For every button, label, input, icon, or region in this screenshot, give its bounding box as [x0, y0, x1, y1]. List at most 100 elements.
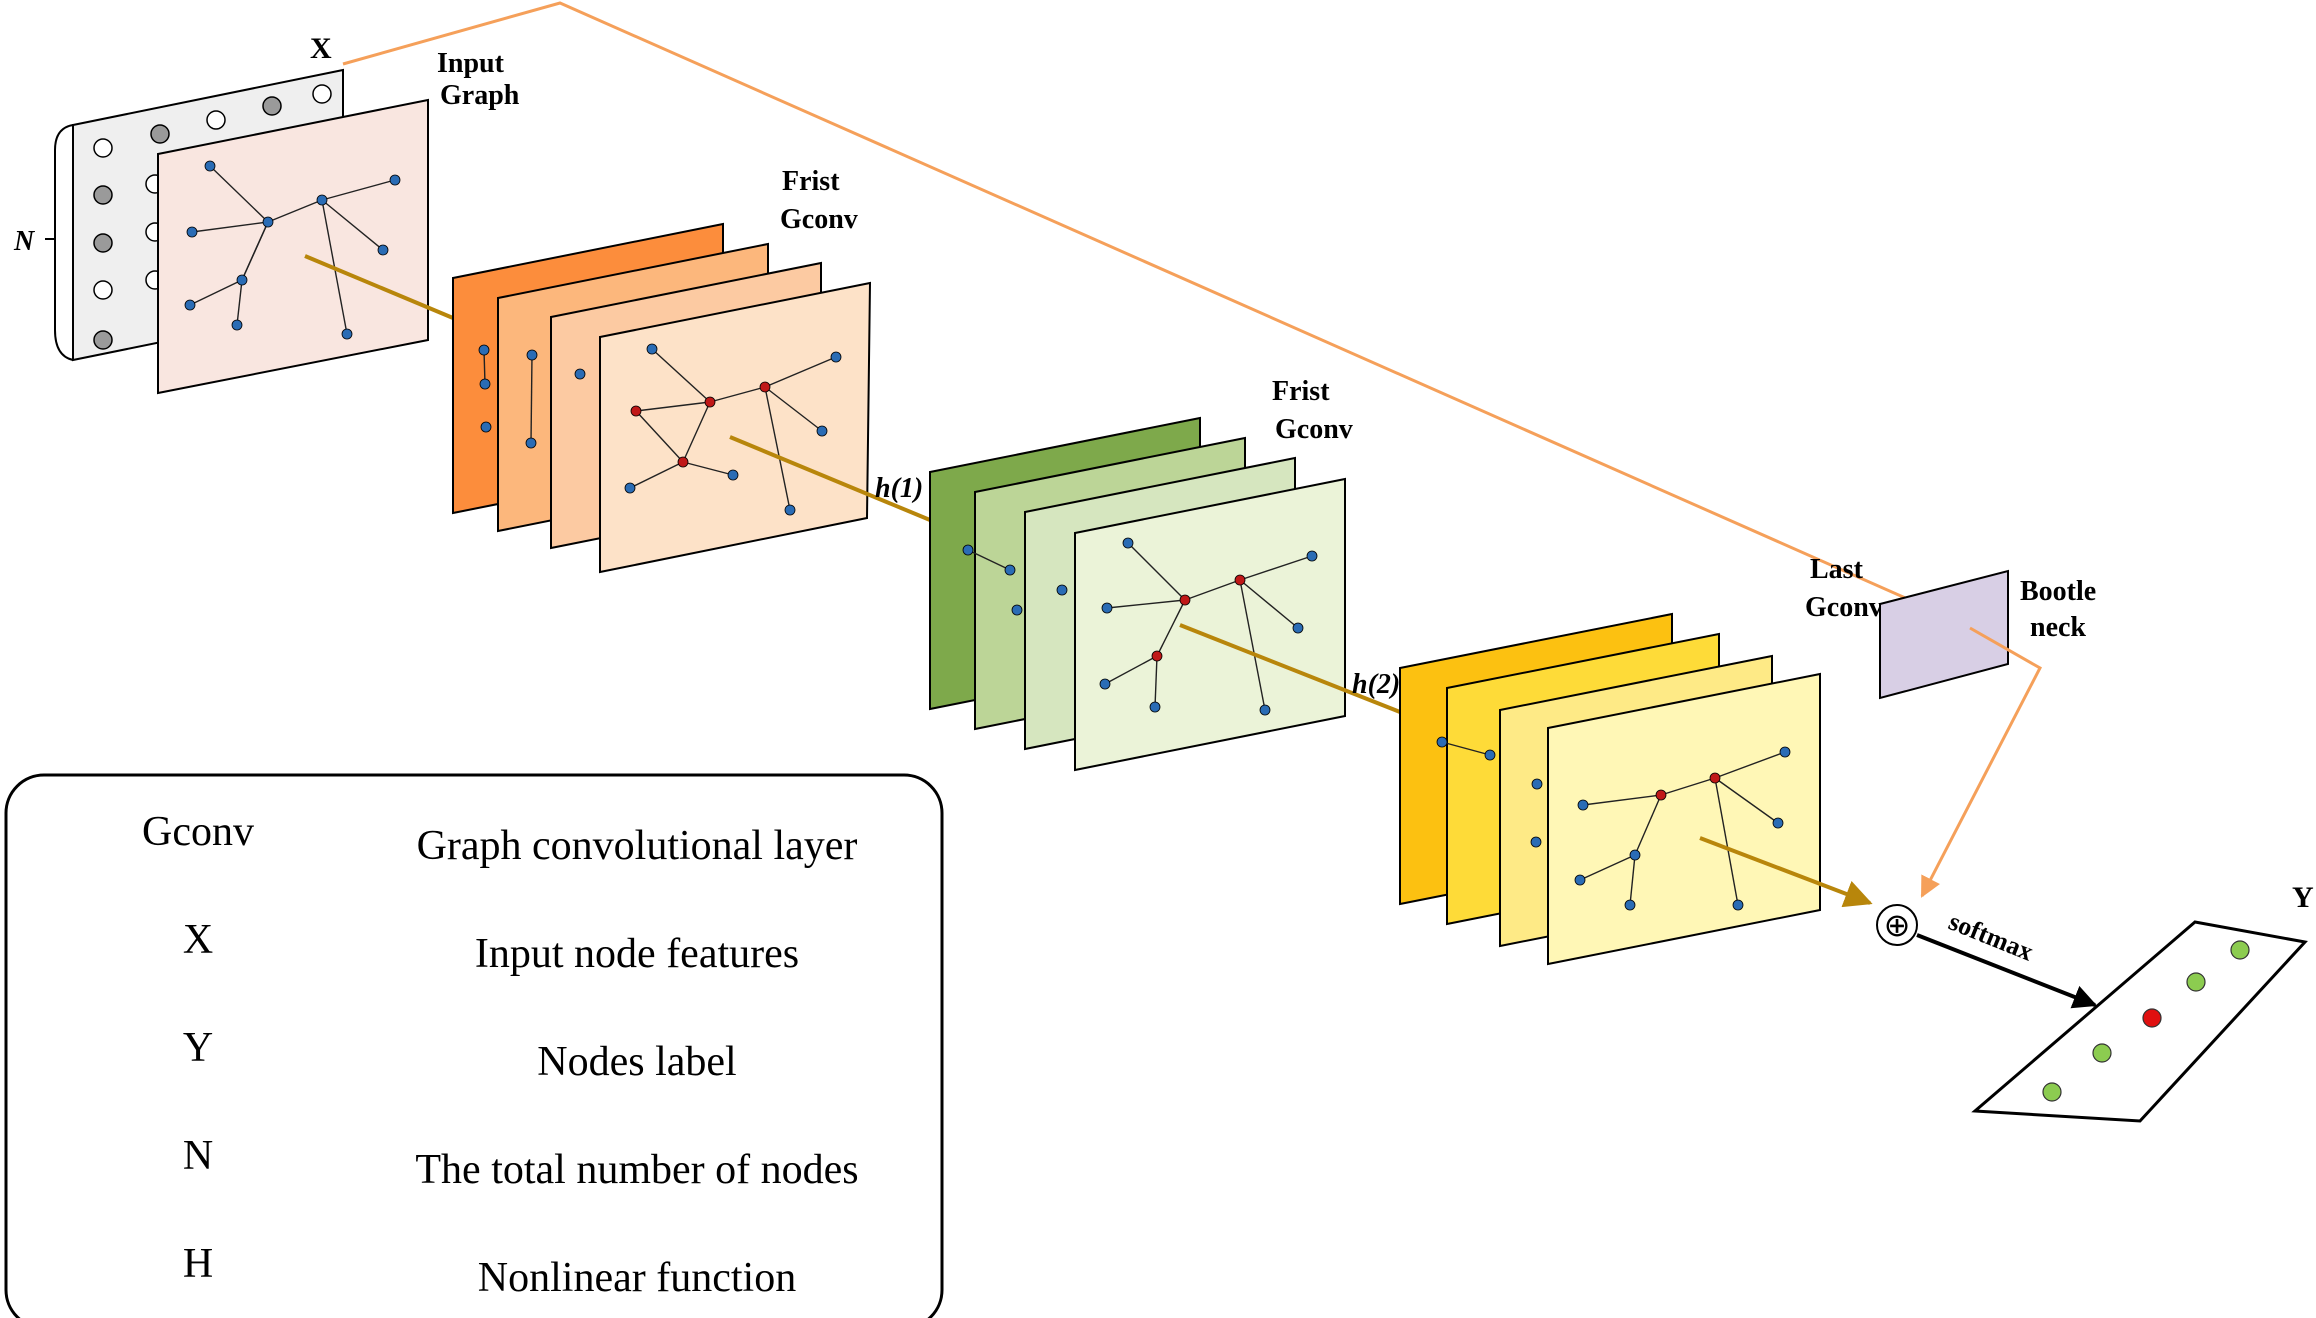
graph-node — [479, 378, 491, 390]
graph-edge — [1629, 854, 1636, 906]
feature-dot — [93, 138, 113, 158]
last-gconv-graph — [1436, 736, 1791, 911]
graph-edge — [1714, 777, 1779, 824]
graph-node — [480, 421, 492, 433]
output-node — [2092, 1043, 2112, 1063]
feature-dot — [93, 185, 113, 205]
graph-edge — [1154, 655, 1158, 708]
graph-edge — [267, 199, 323, 223]
graph-edge — [651, 348, 711, 403]
graph-edge — [1104, 655, 1158, 685]
graph-edge — [1239, 579, 1299, 629]
graph-node — [574, 368, 586, 380]
flow-line-1 — [304, 254, 454, 320]
graph-node — [1149, 701, 1161, 713]
output-node — [2142, 1008, 2162, 1028]
first-gconv-label: Frist Gconv — [780, 166, 858, 235]
graph-node — [1484, 749, 1496, 761]
graph-edge — [1582, 794, 1662, 806]
legend-meaning: Graph convolutional layer — [417, 823, 858, 869]
graph-node — [1234, 574, 1246, 586]
sum-symbol: ⊕ — [1884, 906, 1911, 944]
output-node — [2230, 940, 2250, 960]
graph-node — [231, 319, 243, 331]
graph-node — [525, 437, 537, 449]
graph-edge — [209, 165, 269, 223]
graph-node — [1179, 594, 1191, 606]
h1-label: h(1) — [875, 473, 923, 504]
graph-node — [1099, 678, 1111, 690]
softmax-label: softmax — [1945, 907, 2038, 967]
graph-edge — [321, 199, 384, 251]
legend-meaning: Nodes label — [537, 1039, 736, 1085]
feature-dot — [93, 280, 113, 300]
x-label: X — [310, 32, 332, 65]
graph-edge — [483, 349, 486, 385]
legend-symbol: X — [183, 917, 213, 963]
graph-edge — [1184, 579, 1241, 601]
graph-edge — [530, 354, 533, 444]
bottleneck-box — [1879, 569, 2009, 700]
legend-symbol: Gconv — [142, 809, 254, 855]
graph-node — [759, 381, 771, 393]
graph-node — [1629, 849, 1641, 861]
graph-node — [1655, 789, 1667, 801]
flow-arrow-to-sum — [1699, 836, 1873, 908]
graph-edge — [764, 356, 837, 388]
graph-edge — [1714, 751, 1786, 779]
graph-edge — [1239, 555, 1313, 581]
graph-edge — [629, 461, 684, 489]
last-gconv-label: Last Gconv — [1805, 554, 1883, 623]
graph-node — [1574, 874, 1586, 886]
graph-edge — [321, 179, 396, 201]
legend-meaning: Nonlinear function — [478, 1255, 796, 1301]
graph-node — [630, 405, 642, 417]
h2-label: h(2) — [1352, 669, 1400, 700]
graph-edge — [1714, 777, 1739, 906]
last-gconv-stack — [1399, 612, 1821, 966]
graph-node — [377, 244, 389, 256]
output-nodes — [2042, 940, 2250, 1102]
input-graph-panel — [157, 98, 429, 395]
graph-node — [962, 544, 974, 556]
graph-edge — [764, 386, 823, 432]
graph-node — [1530, 836, 1542, 848]
second-gconv-stack — [929, 416, 1346, 772]
output-node — [2186, 972, 2206, 992]
graph-edge — [1441, 741, 1491, 756]
graph-node — [1122, 537, 1134, 549]
first-gconv-graph — [478, 343, 842, 516]
graph-node — [478, 344, 490, 356]
output-node — [2042, 1082, 2062, 1102]
feature-dot — [206, 110, 226, 130]
graph-node — [204, 160, 216, 172]
graph-node — [1292, 622, 1304, 634]
graph-node — [1151, 650, 1163, 662]
bottleneck-arrow — [1920, 626, 2042, 898]
graph-node — [186, 226, 198, 238]
input-graph-label: Input Graph — [437, 48, 520, 111]
graph-edge — [1579, 854, 1636, 881]
second-gconv-label: Frist Gconv — [1272, 376, 1353, 445]
graph-edge — [635, 401, 711, 412]
graph-node — [1779, 746, 1791, 758]
graph-node — [624, 482, 636, 494]
feature-dot — [93, 330, 113, 350]
graph-node — [262, 216, 274, 228]
feature-dot — [150, 124, 170, 144]
graph-edge — [241, 221, 269, 281]
second-gconv-graph — [962, 537, 1318, 716]
legend-box — [4, 773, 944, 1318]
graph-node — [1772, 817, 1784, 829]
bottleneck-label: Bootle neck — [2020, 576, 2103, 643]
graph-node — [1004, 564, 1016, 576]
graph-edge — [1239, 579, 1266, 711]
graph-node — [1531, 778, 1543, 790]
graph-node — [784, 504, 796, 516]
input-graph-nodes — [184, 160, 401, 340]
feature-dot — [93, 233, 113, 253]
graph-edge — [236, 279, 243, 326]
graph-node — [1732, 899, 1744, 911]
